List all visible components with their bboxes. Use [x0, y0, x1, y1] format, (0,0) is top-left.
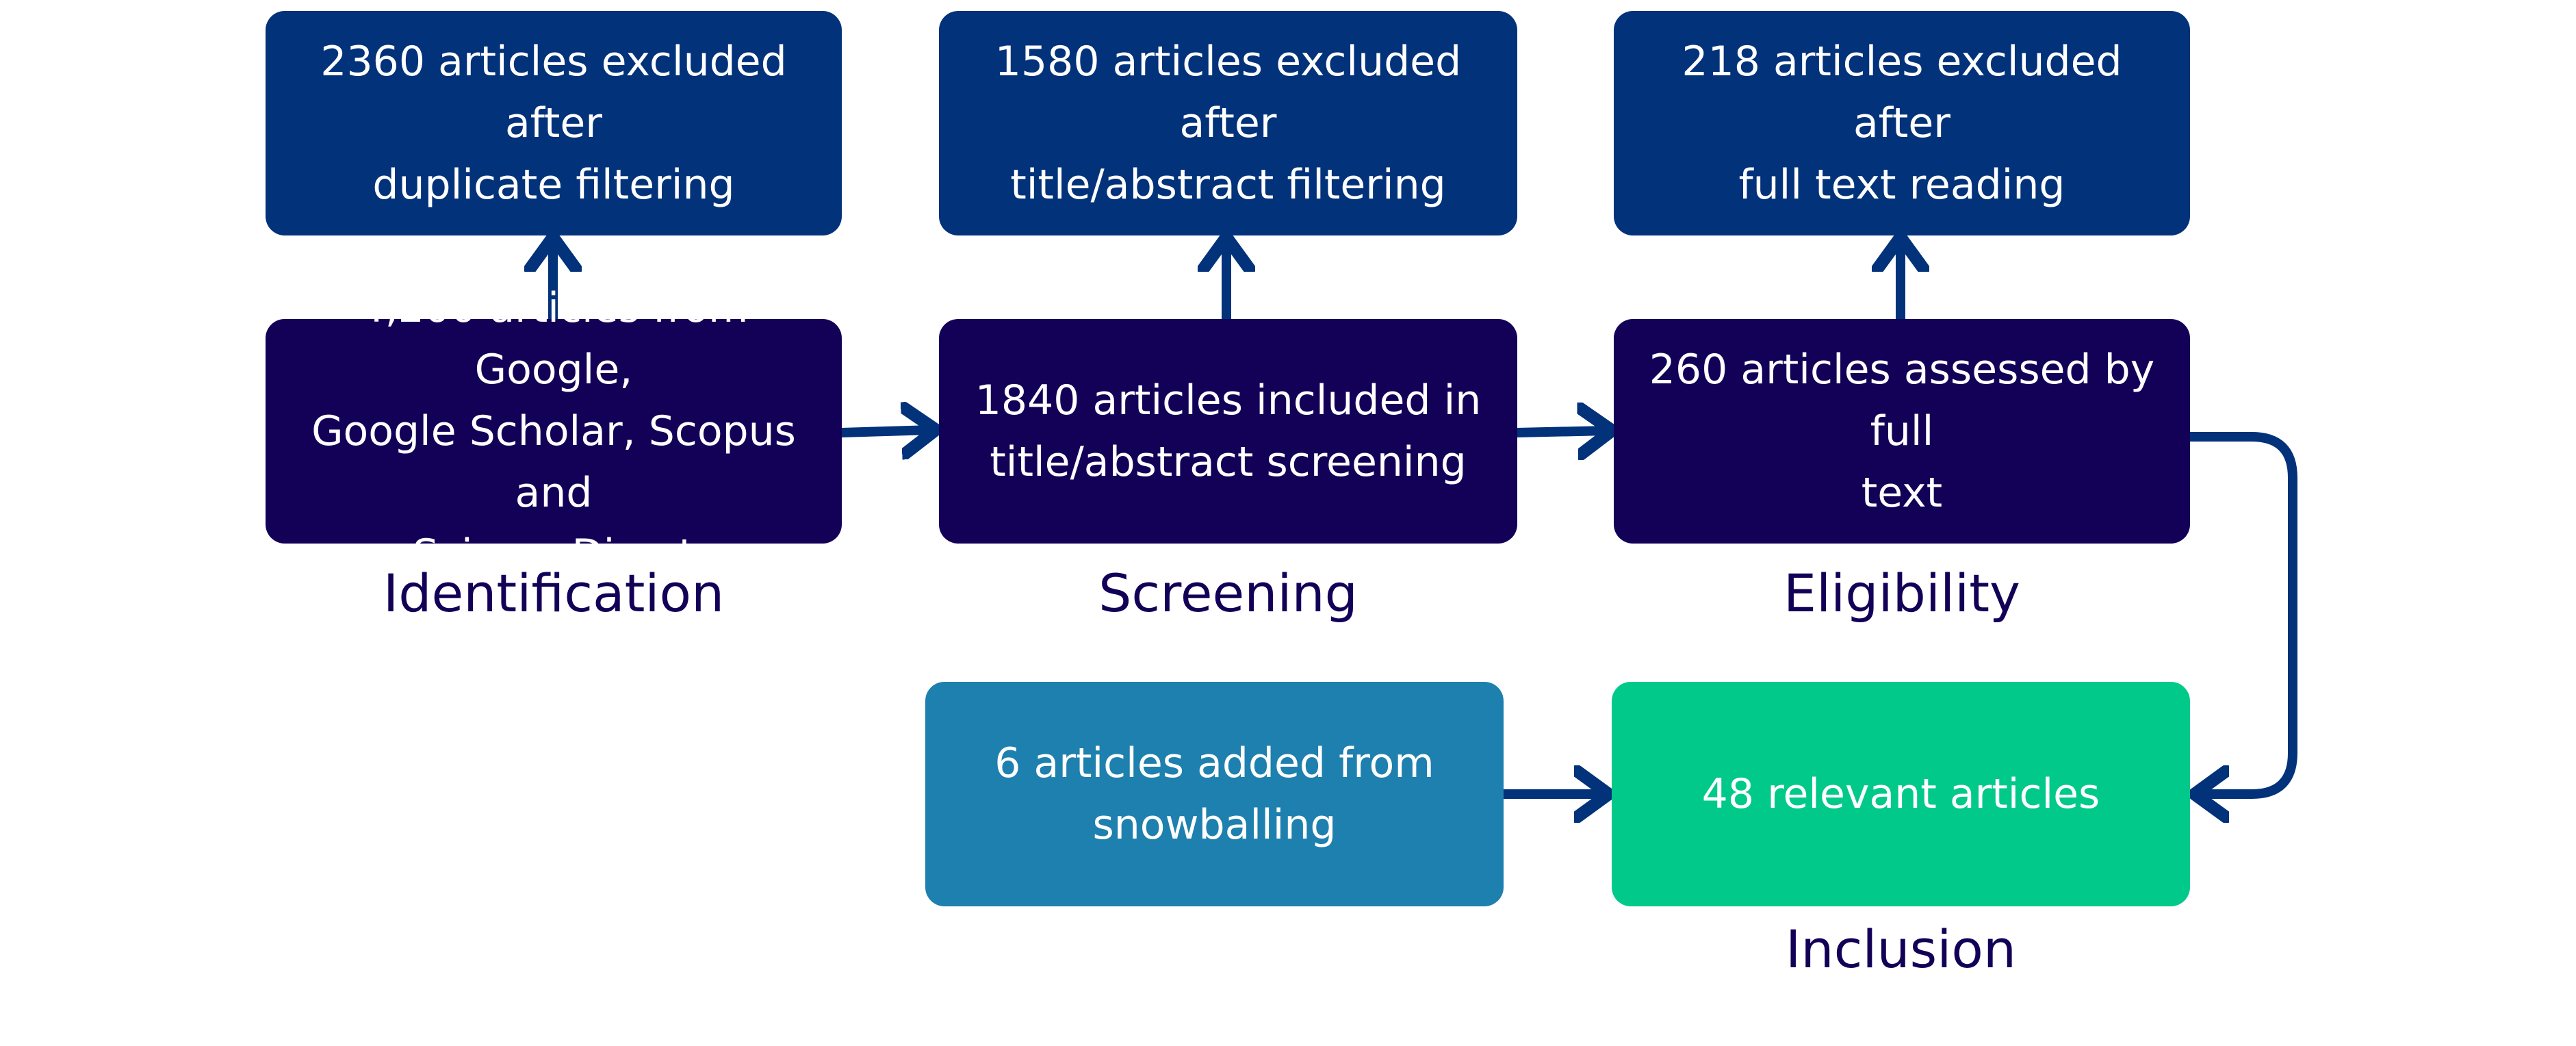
excluded-title-abstract-box: 1580 articles excluded after title/abstr… [939, 11, 1517, 235]
excluded-full-text-box: 218 articles excluded after full text re… [1614, 11, 2190, 235]
arrow-assessed-to-relevant [2185, 432, 2297, 794]
arrow-identified-to-screened [837, 430, 932, 433]
screened-articles-box: 1840 articles included in title/abstract… [939, 319, 1517, 544]
stage-label-inclusion: Inclusion [1785, 919, 2017, 980]
stage-label-screening: Screening [1098, 563, 1358, 624]
assessed-articles-box: 260 articles assessed by full text [1614, 319, 2190, 544]
stage-label-identification: Identification [383, 563, 725, 624]
relevant-articles-box: 48 relevant articles [1612, 682, 2190, 906]
identified-articles-box: 4,200 articles from Google, Google Schol… [266, 284, 842, 578]
arrow-screened-to-assessed [1512, 431, 1608, 433]
stage-label-eligibility: Eligibility [1783, 563, 2020, 624]
snowballing-articles-box: 6 articles added from snowballing [925, 682, 1504, 906]
excluded-duplicate-box: 2360 articles excluded after duplicate f… [266, 11, 842, 235]
